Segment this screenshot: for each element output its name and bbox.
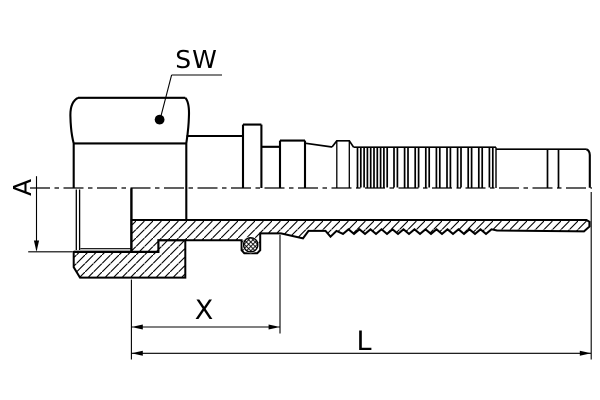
serration-dense-lines (356, 147, 389, 188)
dim-l-label: L (356, 326, 371, 357)
barb-slope (304, 142, 333, 148)
nut-left-silhouette (69, 96, 79, 188)
tail-end-face (585, 148, 591, 188)
sw-label: SW (175, 45, 218, 74)
barb-bump (331, 139, 355, 148)
sw-leader-line (159, 74, 173, 120)
swivel-nut (69, 96, 191, 279)
nut-section (72, 239, 187, 279)
dimension-x: X (130, 234, 281, 360)
dim-x-label: X (195, 295, 214, 326)
dimension-l: L (131, 192, 592, 360)
nipple-section-hatched (130, 219, 591, 255)
stop-ring-groove (546, 149, 560, 188)
dimension-a: A (8, 176, 73, 253)
o-ring-seal (242, 236, 259, 253)
serration-ring-lines (393, 147, 494, 188)
callout-sw: SW (154, 45, 222, 125)
nut-right-silhouette (184, 97, 191, 220)
dim-x-arrow-left (131, 324, 143, 330)
barb-bump-faces (336, 140, 350, 188)
dim-l-arrow-right (579, 350, 592, 356)
sw-leader-dot (154, 114, 165, 125)
dim-a-label: A (8, 179, 37, 196)
hose-tail-external (186, 123, 591, 188)
dim-l-arrow-left (131, 350, 143, 356)
dim-x-arrow-right (268, 324, 280, 330)
dim-a-arrowhead (33, 240, 40, 252)
nut-thread-lines (75, 189, 81, 250)
